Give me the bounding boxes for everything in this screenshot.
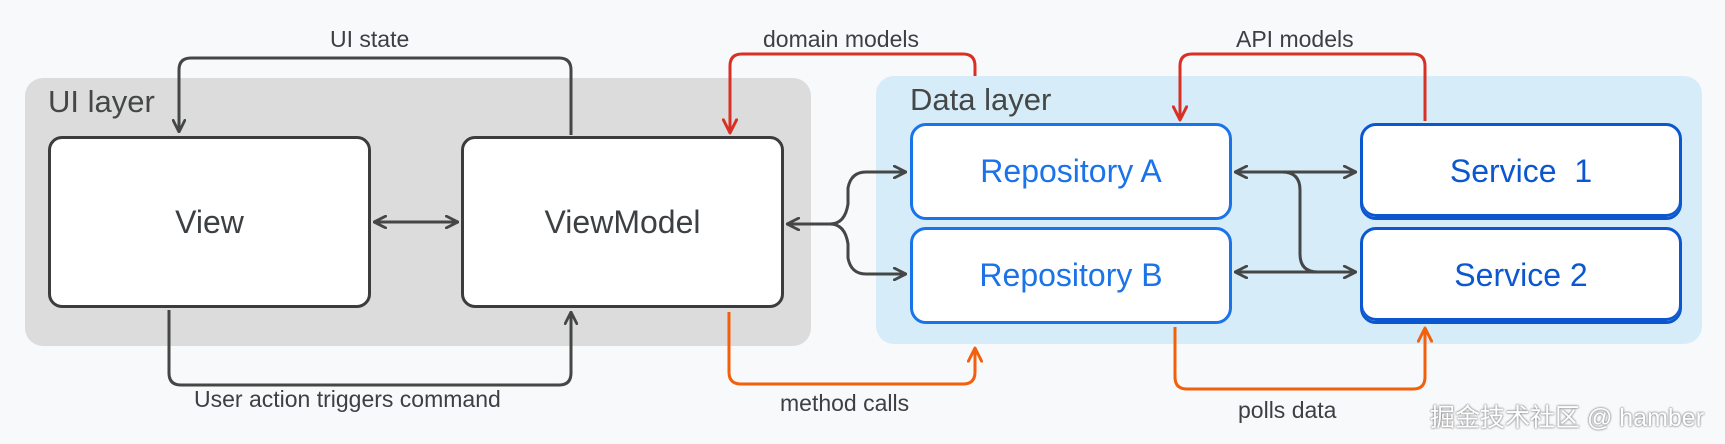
service-1-box: Service 1	[1360, 123, 1682, 220]
viewmodel-repo-b-arrow	[829, 222, 906, 274]
service-2-label: Service 2	[1454, 257, 1588, 293]
repository-a-box: Repository A	[910, 123, 1232, 220]
repository-a-label: Repository A	[980, 153, 1162, 189]
api-models-label: API models	[1236, 26, 1354, 52]
service-1-label: Service 1	[1449, 153, 1593, 189]
ui-layer-title: UI layer	[48, 84, 155, 119]
polls-data-label: polls data	[1238, 397, 1337, 423]
domain-models-label: domain models	[763, 26, 919, 52]
polls-data-arrow	[1173, 327, 1425, 391]
data-layer-title: Data layer	[910, 82, 1052, 117]
repository-b-label: Repository B	[979, 257, 1163, 293]
ui-state-label: UI state	[330, 26, 410, 52]
method-calls-label: method calls	[780, 390, 910, 416]
service-2-box: Service 2	[1360, 227, 1682, 324]
repo-a-service-2-arrow	[1281, 170, 1319, 274]
api-models-arrow	[1180, 52, 1427, 121]
method-calls-arrow	[727, 312, 975, 386]
ui-state-arrow	[179, 56, 573, 135]
viewmodel-repo-a-arrow	[787, 172, 906, 224]
repository-b-box: Repository B	[910, 227, 1232, 324]
viewmodel-label: ViewModel	[544, 203, 701, 240]
view-label: View	[175, 203, 244, 240]
user-action-arrow	[167, 310, 571, 387]
domain-models-arrow	[730, 52, 977, 133]
watermark-text: 掘金技术社区 @ hamber	[1430, 404, 1705, 432]
viewmodel-box: ViewModel	[461, 136, 784, 308]
user-action-label: User action triggers command	[194, 386, 501, 412]
view-box: View	[48, 136, 371, 308]
